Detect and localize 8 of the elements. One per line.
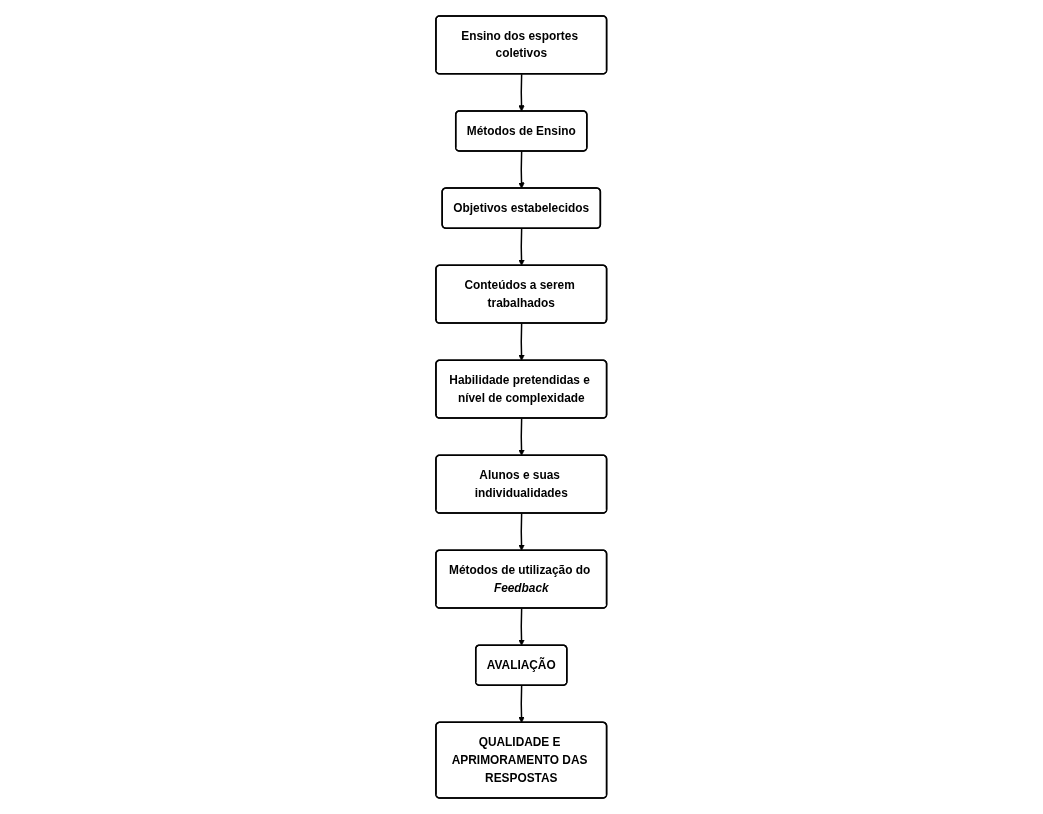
arrow xyxy=(518,417,525,456)
arrow xyxy=(518,684,525,723)
arrow xyxy=(518,607,525,646)
arrow xyxy=(518,227,525,266)
arrow xyxy=(518,512,525,551)
arrow xyxy=(518,322,525,361)
arrow xyxy=(518,73,525,112)
arrow xyxy=(518,150,525,189)
